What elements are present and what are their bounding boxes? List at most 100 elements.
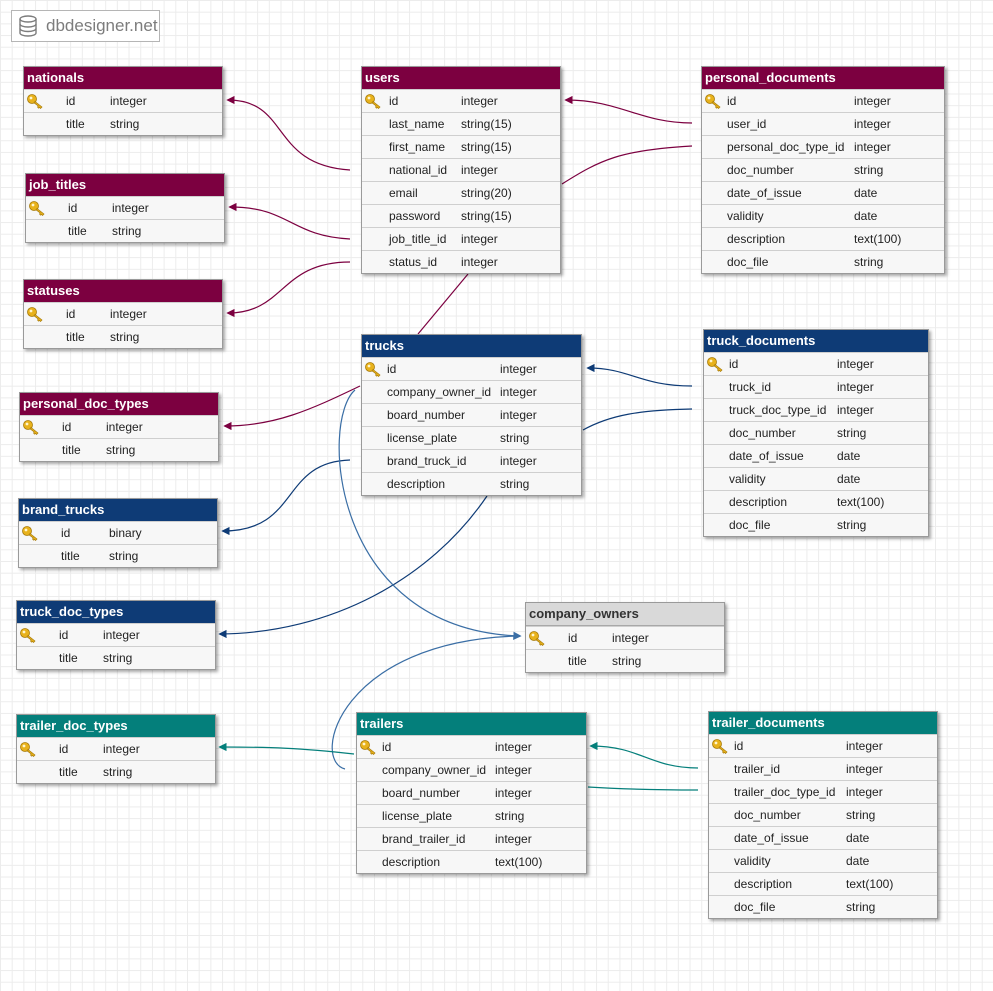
field-type: string(15) [461, 209, 512, 223]
table-header[interactable]: trailers [357, 713, 586, 735]
table-header[interactable]: trailer_doc_types [17, 715, 215, 737]
field-type: string [500, 477, 530, 491]
table-header[interactable]: trailer_documents [709, 712, 937, 734]
field-type: integer [495, 786, 532, 800]
table-header[interactable]: trucks [362, 335, 581, 357]
table-header[interactable]: truck_doc_types [17, 601, 215, 623]
field-name: id [389, 94, 399, 108]
table-header[interactable]: job_titles [26, 174, 224, 196]
table-header[interactable]: statuses [24, 280, 222, 302]
table-header[interactable]: nationals [24, 67, 222, 89]
field-type: integer [846, 739, 883, 753]
field-type: integer [103, 742, 140, 756]
field-row-id[interactable]: id integer [17, 737, 215, 760]
table-header[interactable]: brand_trucks [19, 499, 217, 521]
field-name: id [59, 742, 69, 756]
table-header[interactable]: users [362, 67, 560, 89]
field-name: description [727, 232, 786, 246]
table-header[interactable]: company_owners [526, 603, 724, 626]
table-header[interactable]: personal_doc_types [20, 393, 218, 415]
field-name: id [727, 94, 737, 108]
field-name: board_number [387, 408, 466, 422]
table-header[interactable]: personal_documents [702, 67, 944, 89]
table-header[interactable]: truck_documents [704, 330, 928, 352]
app-logo[interactable]: dbdesigner.net [11, 10, 160, 42]
field-name: status_id [389, 255, 438, 269]
